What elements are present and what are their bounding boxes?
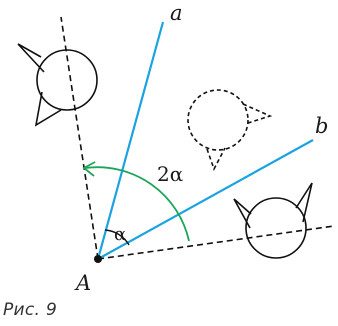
line-a — [96, 21, 165, 260]
label-point-a: A — [74, 271, 91, 295]
dashed-ray-right — [97, 225, 335, 260]
second-reflection — [233, 182, 313, 259]
first-reflection — [187, 89, 273, 172]
figure-caption: Рис. 9 — [3, 300, 58, 320]
original-figure — [17, 43, 98, 127]
point-a-dot — [94, 255, 102, 263]
angle-2alpha-arc — [84, 166, 190, 242]
angle-alpha-arc — [104, 229, 130, 246]
label-2alpha: 2α — [157, 162, 183, 186]
arc-arrowhead — [82, 161, 96, 177]
line-b — [97, 139, 314, 260]
label-alpha: α — [114, 224, 126, 245]
label-b: b — [315, 114, 328, 138]
dashed-ray-left — [60, 16, 99, 260]
label-a: a — [170, 1, 183, 25]
